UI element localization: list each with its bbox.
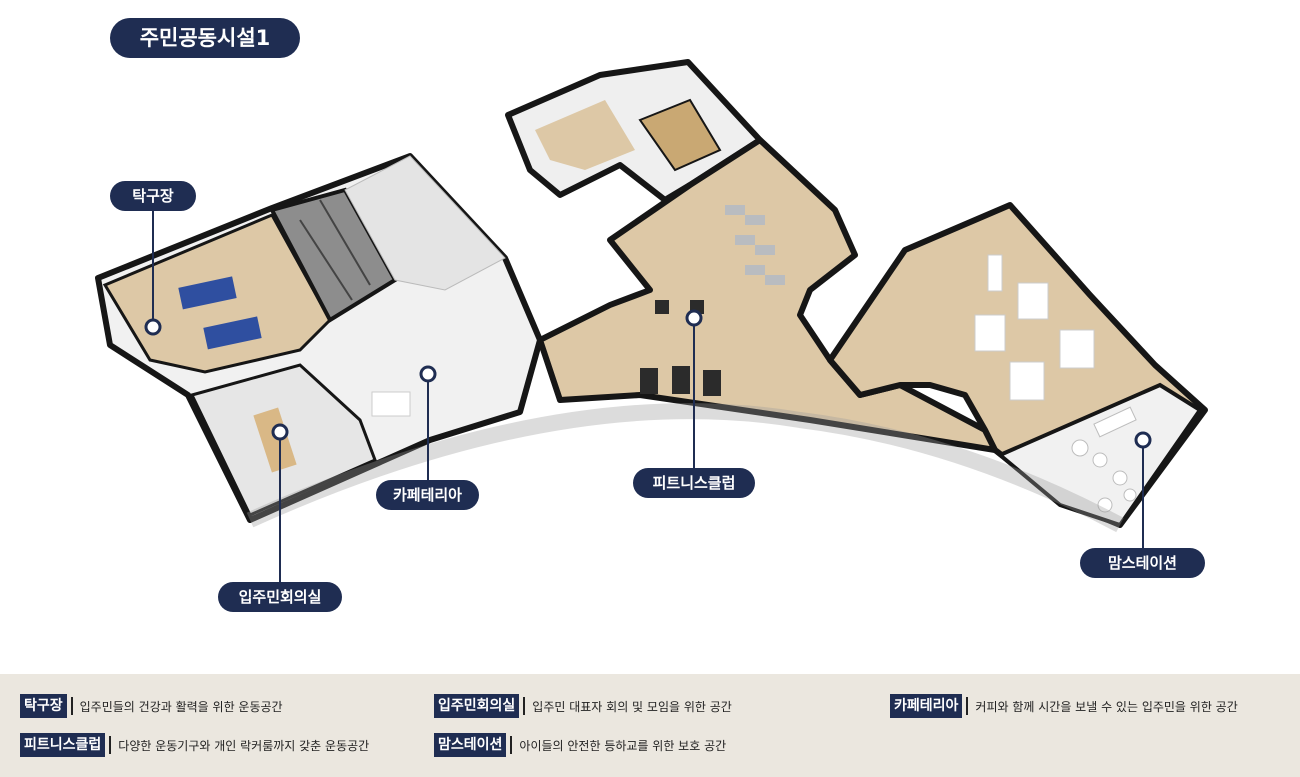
floor-plan-illustration <box>95 59 1208 582</box>
label-meeting-room: 입주민회의실 <box>218 582 342 612</box>
legend-desc: 입주민 대표자 회의 및 모임을 위한 공간 <box>532 699 732 714</box>
left-block <box>95 153 543 523</box>
label-table-tennis: 탁구장 <box>110 181 196 211</box>
page-title: 주민공동시설1 <box>110 18 300 58</box>
legend-item-cafeteria: 카페테리아 커피와 함께 시간을 보낼 수 있는 입주민을 위한 공간 <box>890 694 1238 718</box>
legend-item-table-tennis: 탁구장 입주민들의 건강과 활력을 위한 운동공간 <box>20 694 283 718</box>
right-block <box>827 202 1208 528</box>
marker-fitness <box>685 309 703 327</box>
legend-divider <box>523 697 526 715</box>
legend-divider <box>966 697 969 715</box>
marker-moms-station <box>1134 431 1152 449</box>
fitness-block <box>537 137 998 453</box>
marker-table-tennis <box>144 318 162 336</box>
legend-divider <box>510 736 513 754</box>
label-cafeteria: 카페테리아 <box>376 480 479 510</box>
legend-tag: 맘스테이션 <box>434 733 507 757</box>
legend-item-moms-station: 맘스테이션 아이들의 안전한 등하교를 위한 보호 공간 <box>434 733 726 757</box>
marker-meeting-room <box>271 423 289 441</box>
label-moms-station: 맘스테이션 <box>1080 548 1205 578</box>
legend-desc: 입주민들의 건강과 활력을 위한 운동공간 <box>79 699 283 714</box>
legend-desc: 아이들의 안전한 등하교를 위한 보호 공간 <box>519 738 727 753</box>
legend-tag: 입주민회의실 <box>434 694 520 718</box>
legend-desc: 다양한 운동기구와 개인 락커룸까지 갖춘 운동공간 <box>118 738 370 753</box>
legend-tag: 탁구장 <box>20 694 67 718</box>
legend-item-fitness: 피트니스클럽 다양한 운동기구와 개인 락커룸까지 갖춘 운동공간 <box>20 733 369 757</box>
marker-cafeteria <box>419 365 437 383</box>
legend-item-meeting-room: 입주민회의실 입주민 대표자 회의 및 모임을 위한 공간 <box>434 694 732 718</box>
legend-desc: 커피와 함께 시간을 보낼 수 있는 입주민을 위한 공간 <box>975 699 1238 714</box>
glass-facade <box>246 403 1124 533</box>
label-fitness: 피트니스클럽 <box>633 468 755 498</box>
legend-tag: 카페테리아 <box>890 694 963 718</box>
legend-panel: 탁구장 입주민들의 건강과 활력을 위한 운동공간 입주민회의실 입주민 대표자… <box>0 674 1300 777</box>
legend-divider <box>70 697 73 715</box>
leader-lines <box>152 210 1144 582</box>
legend-tag: 피트니스클럽 <box>20 733 106 757</box>
legend-divider <box>109 736 112 754</box>
